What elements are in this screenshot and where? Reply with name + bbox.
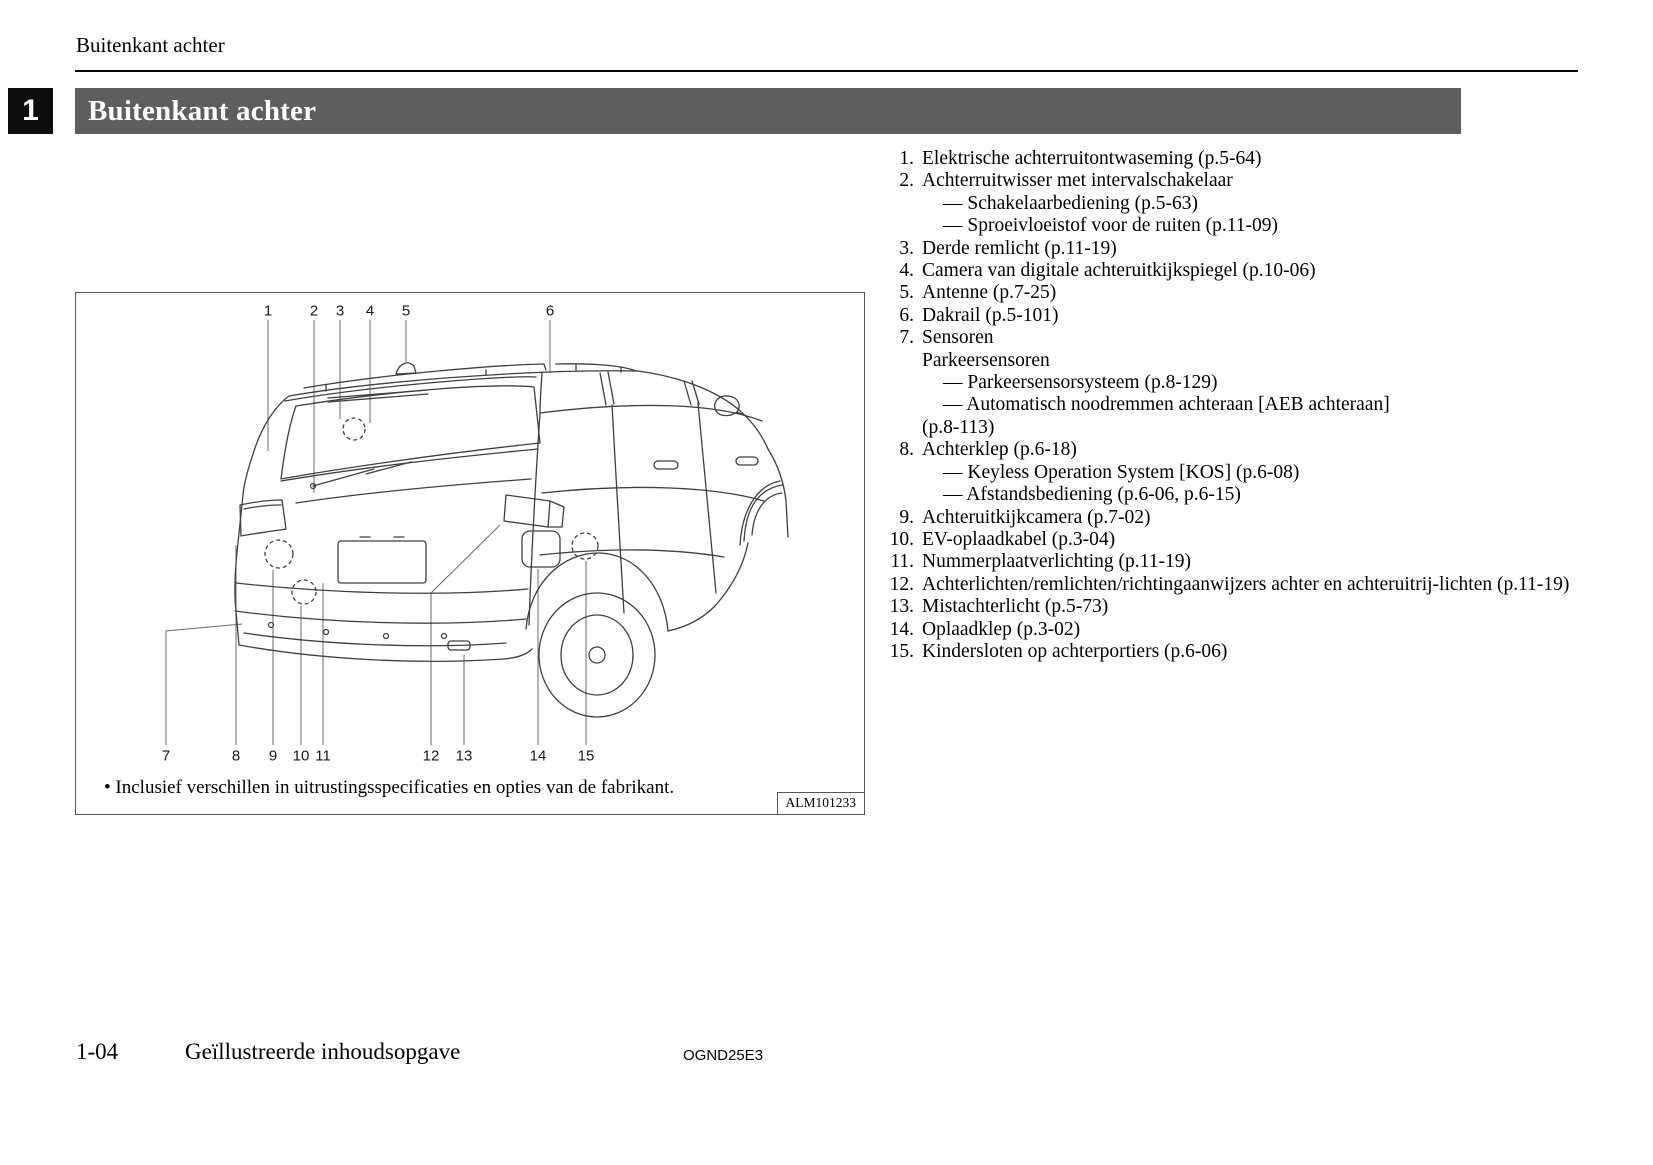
callout-number: 5 — [399, 302, 413, 320]
car-body — [234, 362, 789, 718]
item-line: — Schakelaarbediening (p.5-63) — [943, 192, 1199, 214]
list-item: 9. Achteruitkijkcamera (p.7-02) — [878, 507, 1626, 529]
item-line: Derde remlicht (p.11-19) — [922, 237, 1117, 259]
running-header: Buitenkant achter — [76, 33, 225, 57]
list-item: 14. Oplaadklep (p.3-02) — [878, 619, 1626, 641]
header-rule — [75, 70, 1578, 72]
car-rear-illustration — [165, 320, 789, 745]
item-number: 9. — [899, 506, 914, 528]
list-item: 4. Camera van digitale achteruitkijkspieg… — [878, 260, 1626, 282]
item-line: EV-oplaadkabel (p.3-04) — [922, 528, 1116, 550]
item-number: 3. — [899, 237, 914, 259]
item-number: 15. — [889, 640, 914, 662]
callout-number: 13 — [453, 747, 475, 765]
callout-number: 2 — [307, 302, 321, 320]
item-line: Achterklep (p.6-18) — [922, 439, 1077, 461]
callout-number: 4 — [363, 302, 377, 320]
callout-number: 6 — [543, 302, 557, 320]
list-item: 10. EV-oplaadkabel (p.3-04) — [878, 529, 1626, 551]
list-item: 8. Achterklep (p.6-18)— Keyless Operation… — [878, 439, 1626, 506]
item-number: 8. — [899, 439, 914, 461]
item-line: Nummerplaatverlichting (p.11-19) — [922, 551, 1191, 573]
item-number: 12. — [889, 573, 914, 595]
item-line: Antenne (p.7-25) — [922, 282, 1057, 304]
item-number: 10. — [889, 528, 914, 550]
item-number: 5. — [899, 282, 914, 304]
item-line: Sensoren — [922, 327, 994, 349]
item-line: Camera van digitale achteruitkijkspiegel… — [922, 260, 1316, 282]
list-item: 3. Derde remlicht (p.11-19) — [878, 238, 1626, 260]
item-list: 1. Elektrische achterruitontwaseming (p.5… — [878, 148, 1626, 663]
list-item: 6. Dakrail (p.5-101) — [878, 305, 1626, 327]
chapter-number-tab: 1 — [8, 88, 53, 134]
list-item: 2. Achterruitwisser met intervalschakelaa… — [878, 170, 1626, 237]
item-line: Elektrische achterruitontwaseming (p.5-6… — [922, 148, 1262, 169]
item-number: 1. — [899, 148, 914, 169]
callout-number: 12 — [420, 747, 442, 765]
callout-number: 7 — [159, 747, 173, 765]
list-item: 15. Kindersloten op achterportiers (p.6-0… — [878, 641, 1626, 663]
list-item: 11. Nummerplaatverlichting (p.11-19) — [878, 551, 1626, 573]
doc-code: OGND25E3 — [683, 1047, 764, 1064]
item-number: 6. — [899, 304, 914, 326]
item-number: 2. — [899, 170, 914, 192]
item-line: — Automatisch noodremmen achteraan [AEB … — [943, 394, 1390, 416]
list-item: 13. Mistachterlicht (p.5-73) — [878, 596, 1626, 618]
item-line: — Parkeersensorsysteem (p.8-129) — [943, 372, 1218, 394]
item-line: Oplaadklep (p.3-02) — [922, 618, 1081, 640]
item-number: 4. — [899, 260, 914, 282]
figure-code: ALM101233 — [776, 792, 864, 814]
callout-number: 1 — [261, 302, 275, 320]
item-line: (p.8-113) — [922, 416, 995, 438]
page-number: 1-04 — [76, 1039, 119, 1064]
list-item: 5. Antenne (p.7-25) — [878, 282, 1626, 304]
list-item: 1. Elektrische achterruitontwaseming (p.5… — [878, 148, 1626, 170]
callout-number: 11 — [313, 747, 333, 765]
callout-number: 3 — [333, 302, 347, 320]
section-title-banner: Buitenkant achter — [75, 88, 1461, 134]
callout-number: 8 — [229, 747, 243, 765]
item-line: Achterruitwisser met intervalschakelaar — [922, 170, 1233, 192]
callout-number: 15 — [575, 747, 597, 765]
item-number: 7. — [899, 327, 914, 349]
item-line: — Sproeivloeistof voor de ruiten (p.11-0… — [943, 215, 1279, 237]
item-number: 11. — [890, 551, 914, 573]
item-line: Achterlichten/remlichten/richtingaanwijz… — [922, 573, 1570, 595]
footer-title: Geïllustreerde inhoudsopgave — [185, 1039, 461, 1064]
item-line: Mistachterlicht (p.5-73) — [922, 596, 1109, 618]
item-number: 14. — [889, 618, 914, 640]
callout-number: 14 — [527, 747, 549, 765]
sensor-circles — [264, 417, 599, 605]
section-title: Buitenkant achter — [88, 94, 317, 127]
item-line: Parkeersensoren — [922, 349, 1050, 371]
figure-note: • Inclusief verschillen in uitrustingssp… — [104, 777, 675, 798]
item-line: Achteruitkijkcamera (p.7-02) — [922, 506, 1151, 528]
callout-number: 9 — [266, 747, 280, 765]
list-item: 12. Achterlichten/remlichten/richtingaanw… — [878, 574, 1626, 596]
item-line: — Keyless Operation System [KOS] (p.6-08… — [943, 461, 1300, 483]
item-line: Dakrail (p.5-101) — [922, 304, 1059, 326]
item-line: — Afstandsbediening (p.6-06, p.6-15) — [943, 484, 1241, 506]
item-number: 13. — [889, 596, 914, 618]
leader-lines — [165, 320, 587, 745]
callout-number: 10 — [290, 747, 312, 765]
item-line: Kindersloten op achterportiers (p.6-06) — [922, 640, 1228, 662]
